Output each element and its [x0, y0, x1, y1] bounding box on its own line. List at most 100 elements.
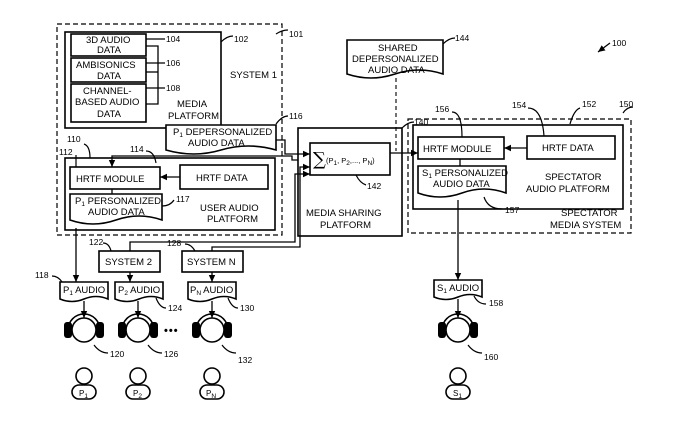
- headphones-pn-icon: 132: [192, 313, 252, 365]
- summation-ref-leader: [355, 174, 367, 186]
- headphones-p1-icon: 120: [64, 313, 124, 359]
- user-audio-ref: 110: [67, 134, 81, 144]
- hrtf-module-label: HRTF MODULE: [76, 174, 144, 185]
- svg-text:P2 AUDIO: P2 AUDIO: [118, 285, 160, 297]
- shared-ref-leader: [442, 37, 456, 45]
- svg-text:S1 AUDIO: S1 AUDIO: [437, 283, 479, 295]
- svg-text:132: 132: [238, 355, 252, 365]
- connector-3d-to-platform: [146, 45, 159, 95]
- summation-expression: (P1, P2,..., PN): [326, 156, 375, 167]
- s1-personalized-ref-leader: [483, 196, 503, 210]
- media-platform-label-2: PLATFORM: [168, 111, 219, 122]
- spectator-audio-platform-label-1: SPECTATOR: [545, 172, 602, 183]
- media-sharing-ref-leader: [401, 121, 415, 129]
- channel-ref: 108: [166, 83, 180, 93]
- s1-personalized-shape: [417, 165, 507, 198]
- summation-sign: ∑: [313, 149, 326, 170]
- system1-label: SYSTEM 1: [230, 70, 277, 81]
- shared-depersonalized-shape: [346, 39, 444, 79]
- connector-channel-to-platform: [146, 95, 159, 105]
- media-platform-ref-leader: [220, 35, 234, 43]
- user-audio-ref-leader: [83, 143, 91, 159]
- connector-depersonalized-to-sharing: [276, 139, 310, 158]
- hrtf-module-ref: 112: [59, 147, 73, 157]
- p1-personalized-ref: 117: [176, 194, 190, 204]
- 3d-audio-ref: 104: [166, 34, 180, 44]
- channel-line2: BASED AUDIO: [75, 97, 139, 108]
- user-audio-platform-label-2: PLATFORM: [207, 214, 258, 225]
- spectator-audio-platform-ref: 152: [582, 99, 596, 109]
- person-s1-icon: S1: [445, 367, 471, 400]
- systemN-ref: 128: [167, 238, 181, 248]
- ambisonics-line2: DATA: [97, 71, 122, 82]
- spectator-audio-platform-label-2: AUDIO PLATFORM: [526, 184, 610, 195]
- svg-text:120: 120: [110, 349, 124, 359]
- connector-systemN-to-sharing: [211, 163, 310, 251]
- svg-text:118: 118: [35, 270, 49, 280]
- svg-text:160: 160: [484, 352, 498, 362]
- media-sharing-label-1: MEDIA SHARING: [306, 208, 382, 219]
- ellipsis: •••: [164, 325, 179, 337]
- hrtf-data-ref-leader: [145, 150, 157, 164]
- svg-text:S1: S1: [453, 389, 462, 400]
- shared-line3: AUDIO DATA: [368, 65, 425, 76]
- system2-ref-leader: [102, 242, 112, 252]
- media-platform-label-1: MEDIA: [177, 99, 208, 110]
- spectator-media-system-container: [407, 118, 632, 234]
- p1-depersonalized-ref-leader: [275, 115, 289, 125]
- spectator-ref-leader: [622, 106, 634, 114]
- spectator-media-system-label-1: SPECTATOR: [561, 208, 618, 219]
- p1-audio-output: P1 AUDIO 118: [35, 270, 109, 303]
- s1-personalized-line1: S1 PERSONALIZED: [422, 168, 508, 180]
- 3d-audio-data-line1: 3D AUDIO: [86, 35, 130, 46]
- s1-personalized-line2: AUDIO DATA: [433, 179, 490, 190]
- channel-line1: CHANNEL-: [83, 86, 132, 97]
- svg-text:P2: P2: [133, 389, 142, 400]
- ambisonics-ref: 106: [166, 58, 180, 68]
- svg-text:PN: PN: [206, 389, 216, 400]
- spectator-hrtf-module-label: HRTF MODULE: [423, 144, 491, 155]
- spectator-hrtf-module-ref: 156: [435, 104, 449, 114]
- spectator-ref: 150: [619, 99, 633, 109]
- shared-line2: DEPERSONALIZED: [352, 54, 439, 65]
- system1-ref: 101: [289, 29, 303, 39]
- svg-text:P1 AUDIO: P1 AUDIO: [63, 285, 105, 297]
- connector-sharing-to-user: [108, 155, 298, 167]
- p1-depersonalized-shape: [165, 124, 277, 155]
- p1-depersonalized-ref: 116: [289, 111, 303, 121]
- p1-personalized-line2: AUDIO DATA: [88, 207, 145, 218]
- hrtf-data-ref: 114: [130, 144, 144, 154]
- summation-ref: 142: [367, 181, 381, 191]
- svg-text:158: 158: [489, 298, 503, 308]
- person-p1-icon: P1: [71, 367, 97, 400]
- p1-personalized-line1: P1 PERSONALIZED: [75, 196, 161, 208]
- 3d-audio-data-box: [70, 33, 147, 57]
- spectator-hrtf-module-ref-leader: [451, 111, 463, 138]
- figure-ref: 100: [612, 38, 626, 48]
- channel-line3: DATA: [97, 109, 122, 120]
- svg-text:P1: P1: [79, 389, 88, 400]
- channel-audio-data-box: [70, 83, 147, 123]
- spectator-audio-platform-ref-leader: [569, 107, 581, 125]
- headphones-s1-icon: 160: [438, 313, 498, 362]
- 3d-audio-data-line2: DATA: [97, 45, 122, 56]
- s1-audio-output: S1 AUDIO 158: [433, 279, 503, 308]
- p1-personalized-ref-leader: [161, 199, 175, 207]
- spectator-hrtf-data-ref: 154: [512, 100, 526, 110]
- spectator-media-system-label-2: MEDIA SYSTEM: [550, 220, 621, 231]
- shared-line1: SHARED: [378, 43, 418, 54]
- svg-text:PN AUDIO: PN AUDIO: [190, 285, 233, 297]
- ambisonics-data-box: [70, 57, 147, 83]
- svg-text:124: 124: [168, 303, 182, 313]
- user-audio-platform-label-1: USER AUDIO: [200, 203, 259, 214]
- pn-audio-output: PN AUDIO 130: [187, 281, 254, 313]
- s1-personalized-ref: 157: [505, 205, 519, 215]
- shared-ref: 144: [455, 33, 469, 43]
- p1-depersonalized-line2: AUDIO DATA: [188, 138, 245, 149]
- svg-text:126: 126: [164, 349, 178, 359]
- spectator-hrtf-data-label: HRTF DATA: [542, 143, 594, 154]
- summation-box: [309, 142, 391, 176]
- system1-ref-leader: [275, 29, 289, 35]
- spectator-hrtf-data-ref-leader: [527, 107, 545, 137]
